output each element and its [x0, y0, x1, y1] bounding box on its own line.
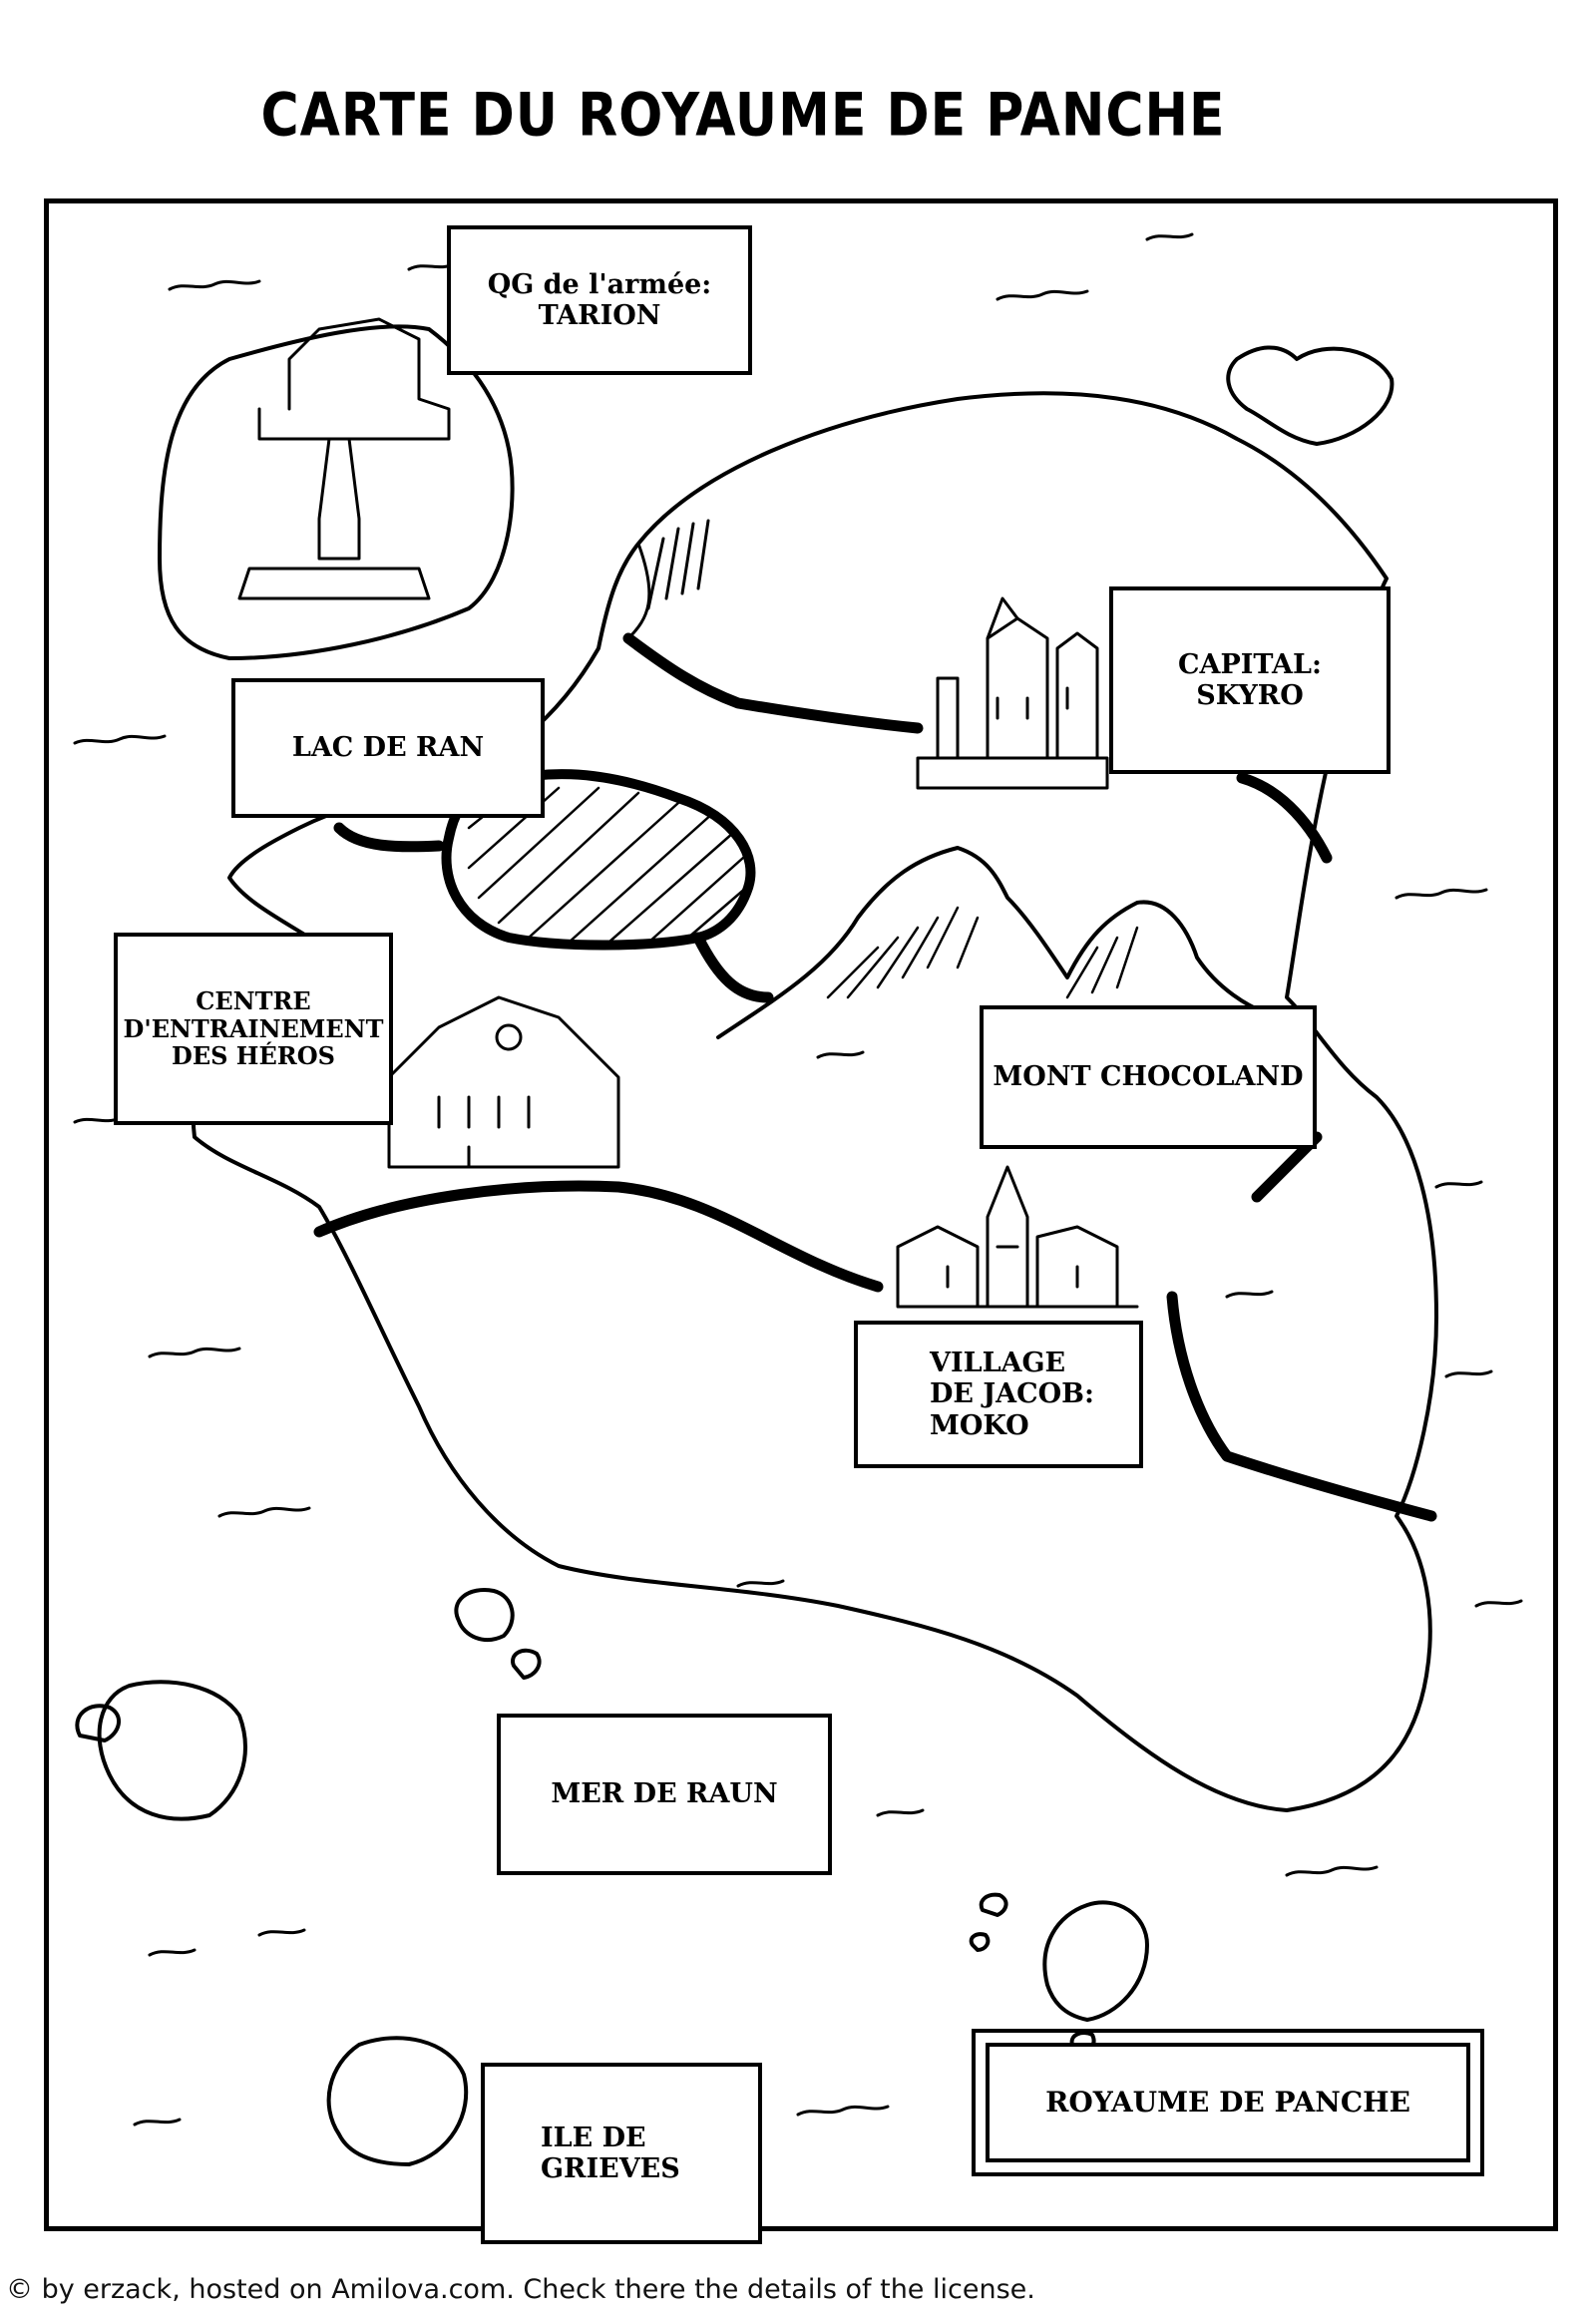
mont-chocoland-label: MONT CHOCOLAND	[980, 1005, 1317, 1149]
border-northeast	[1236, 772, 1333, 864]
training-label-line2: D'ENTRAINEMENT	[123, 1013, 384, 1043]
ile-de-grieves-label: ILE DE GRIEVES	[481, 2063, 762, 2244]
training-label-line1: CENTRE	[196, 986, 311, 1016]
map-title: CARTE DU ROYAUME DE PANCHE	[260, 81, 1226, 151]
hq-label: QG de l'armée: TARION	[447, 225, 752, 375]
lac-de-ran-label: LAC DE RAN	[231, 678, 545, 818]
training-center-icon	[387, 995, 620, 1169]
mont-chocoland-shape	[716, 846, 1279, 1039]
village-label-line3: MOKO	[930, 1409, 1029, 1441]
credit-text: © by erzack, hosted on Amilova.com. Chec…	[6, 2274, 1035, 2305]
hq-label-line1: QG de l'armée:	[487, 268, 712, 300]
border-lake-west	[333, 822, 445, 853]
border-southeast	[1166, 1291, 1437, 1522]
training-center-label: CENTRE D'ENTRAINEMENT DES HÉROS	[114, 933, 393, 1125]
border-central	[313, 1180, 884, 1293]
capital-label-line2: SKYRO	[1196, 680, 1304, 711]
royaume-legend-box: ROYAUME DE PANCHE	[972, 2029, 1484, 2176]
village-icon	[896, 1165, 1139, 1309]
border-lake-south	[692, 932, 774, 1003]
training-label-line3: DES HÉROS	[172, 1041, 335, 1071]
capital-label-line1: CAPITAL:	[1178, 648, 1322, 680]
island-label-line2: GRIEVES	[541, 2153, 680, 2184]
lac-de-ran-shape	[441, 769, 756, 951]
hq-tower-icon	[237, 317, 451, 600]
village-label: VILLAGE DE JACOB: MOKO	[854, 1321, 1143, 1468]
capital-castle-icon	[916, 596, 1109, 790]
map-frame	[44, 198, 1558, 2231]
border-north	[622, 632, 924, 734]
hq-label-line2: TARION	[538, 300, 661, 331]
village-label-line2: DE JACOB:	[930, 1378, 1094, 1410]
village-label-line1: VILLAGE	[930, 1348, 1066, 1379]
hq-island	[158, 324, 515, 660]
island-label-line1: ILE DE	[541, 2122, 646, 2153]
capital-label: CAPITAL: SKYRO	[1109, 586, 1391, 774]
mer-de-raun-label: MER DE RAUN	[497, 1714, 832, 1875]
